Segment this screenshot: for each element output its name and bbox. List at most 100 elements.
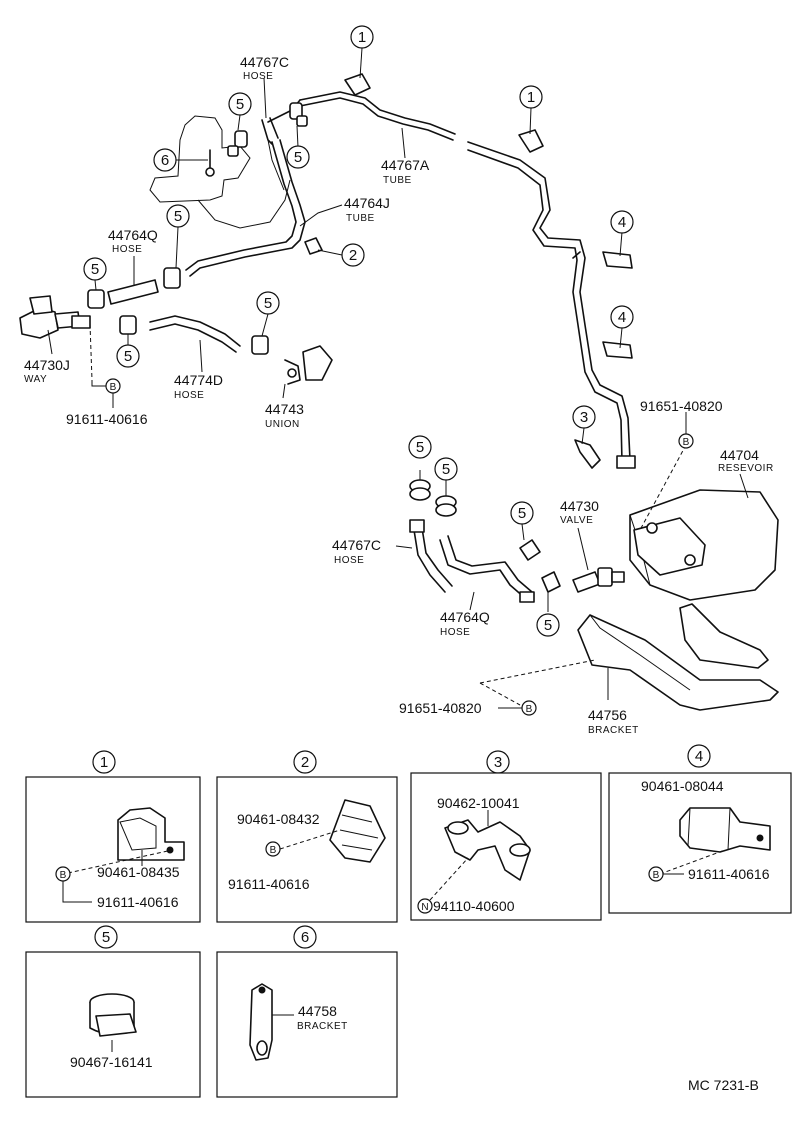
part-name-44767a: TUBE <box>383 175 412 186</box>
detail-3-part-b: 94110-40600 <box>433 898 515 914</box>
detail-4-bolt: B <box>653 870 660 881</box>
hose-44764q-lower <box>439 535 535 603</box>
part-labels: 44767C HOSE 44767A TUBE 44764J TUBE 4476… <box>24 54 774 736</box>
part-number-44767c-top: 44767C <box>240 54 289 70</box>
detail-1-bolt: B <box>60 870 67 881</box>
part-name-44704: RESEVOIR <box>718 463 774 474</box>
callout-5-e: 5 <box>264 295 272 312</box>
reservoir-44704 <box>629 489 779 601</box>
clip-3 <box>574 439 601 469</box>
detail-box-5: 5 90467-16141 <box>25 925 201 1098</box>
part-name-44767c-lower: HOSE <box>334 555 364 566</box>
detail-2-bolt: B <box>270 845 277 856</box>
detail-box-4: 4 B 90461-08044 91611-40616 <box>608 744 792 914</box>
callout-4-b: 4 <box>618 309 626 326</box>
clamps-top <box>227 102 308 157</box>
part-name-44764j: TUBE <box>346 213 375 224</box>
callouts-main: 1 1 5 5 6 5 2 4 5 5 4 5 3 5 5 5 5 <box>83 25 634 637</box>
tube-44767a <box>299 91 636 469</box>
callout-2: 2 <box>349 247 357 264</box>
callout-1-top: 1 <box>358 29 366 46</box>
part-number-91651-bottom: 91651-40820 <box>399 700 482 716</box>
detail-1-part-a: 90461-08435 <box>97 864 180 880</box>
part-number-44730j: 44730J <box>24 357 70 373</box>
part-number-91651-right: 91651-40820 <box>640 398 723 414</box>
detail-box-1: 1 B 90461-08435 91611-40616 <box>25 750 201 923</box>
detail-2-part-b: 91611-40616 <box>228 876 310 892</box>
detail-5-part-a: 90467-16141 <box>70 1054 153 1070</box>
clamps-lower <box>409 479 561 593</box>
master-cylinder-outline <box>149 115 291 229</box>
bolt-mark-left: B <box>110 382 117 393</box>
callout-5-h: 5 <box>442 461 450 478</box>
three-way-44730j <box>19 295 91 339</box>
detail-6-number: 6 <box>301 929 309 946</box>
dash-line-44730j <box>89 323 93 381</box>
part-name-44764q-left: HOSE <box>112 244 142 255</box>
part-number-44704: 44704 <box>720 447 759 463</box>
detail-6-part-a: 44758 <box>298 1003 337 1019</box>
callout-5-i: 5 <box>518 505 526 522</box>
callout-5-d: 5 <box>91 261 99 278</box>
part-number-91611-left: 91611-40616 <box>66 411 148 427</box>
hose-44764q-left <box>87 267 181 309</box>
leader-lines <box>47 47 749 700</box>
detail-5-number: 5 <box>102 929 110 946</box>
detail-1-number: 1 <box>100 754 108 771</box>
part-name-44743: UNION <box>265 419 300 430</box>
detail-4-part-b: 91611-40616 <box>688 866 770 882</box>
pin-part-6 <box>176 149 215 177</box>
detail-6-part-b: BRACKET <box>297 1021 348 1032</box>
callout-5-g: 5 <box>416 439 424 456</box>
bolt-mark-right: B <box>683 437 690 448</box>
callout-5-f: 5 <box>124 348 132 365</box>
detail-4-number: 4 <box>695 748 703 765</box>
detail-4-part-a: 90461-08044 <box>641 778 724 794</box>
callout-5-c: 5 <box>174 208 182 225</box>
part-number-44764j: 44764J <box>344 195 390 211</box>
part-number-44764q-left: 44764Q <box>108 227 158 243</box>
clip-4 <box>602 251 633 359</box>
dash-line-reservoir <box>639 444 687 531</box>
drawing-code: MC 7231-B <box>688 1077 759 1093</box>
detail-box-2: 2 B 90461-08432 91611-40616 <box>216 750 398 923</box>
detail-box-3: 3 N 90462-10041 94110-40600 <box>410 750 602 921</box>
bolt-mark-bottom: B <box>526 704 533 715</box>
detail-2-part-a: 90461-08432 <box>237 811 320 827</box>
detail-box-6: 6 44758 BRACKET <box>216 925 398 1098</box>
part-number-44743: 44743 <box>265 401 304 417</box>
union-44743 <box>284 345 333 385</box>
part-name-44767c-top: HOSE <box>243 71 273 82</box>
valve-44730 <box>572 567 625 593</box>
part-name-44730: VALVE <box>560 515 593 526</box>
part-number-44774d: 44774D <box>174 372 223 388</box>
callout-5-b: 5 <box>294 149 302 166</box>
callout-5-a: 5 <box>236 96 244 113</box>
detail-3-part-a: 90462-10041 <box>437 795 520 811</box>
callout-1-right: 1 <box>527 89 535 106</box>
clip-1-top <box>344 73 544 153</box>
hose-44767c-lower <box>409 519 453 593</box>
part-name-44774d: HOSE <box>174 390 204 401</box>
callout-6: 6 <box>161 152 169 169</box>
callout-3: 3 <box>580 409 588 426</box>
detail-1-part-b: 91611-40616 <box>97 894 179 910</box>
part-number-44767a: 44767A <box>381 157 430 173</box>
clip-2 <box>304 237 323 255</box>
part-number-44767c-lower: 44767C <box>332 537 381 553</box>
part-name-44764q-lower: HOSE <box>440 627 470 638</box>
bracket-44756 <box>479 603 779 711</box>
hose-44774d <box>119 315 269 355</box>
part-number-44730: 44730 <box>560 498 599 514</box>
callout-5-j: 5 <box>544 617 552 634</box>
part-number-44764q-lower: 44764Q <box>440 609 490 625</box>
detail-3-nut: N <box>421 902 428 913</box>
part-number-44756: 44756 <box>588 707 627 723</box>
leader-bolt-left <box>91 380 106 387</box>
detail-2-number: 2 <box>301 754 309 771</box>
part-name-44756: BRACKET <box>588 725 639 736</box>
part-name-44730j: WAY <box>24 374 47 385</box>
detail-3-number: 3 <box>494 754 502 771</box>
callout-4-a: 4 <box>618 214 626 231</box>
